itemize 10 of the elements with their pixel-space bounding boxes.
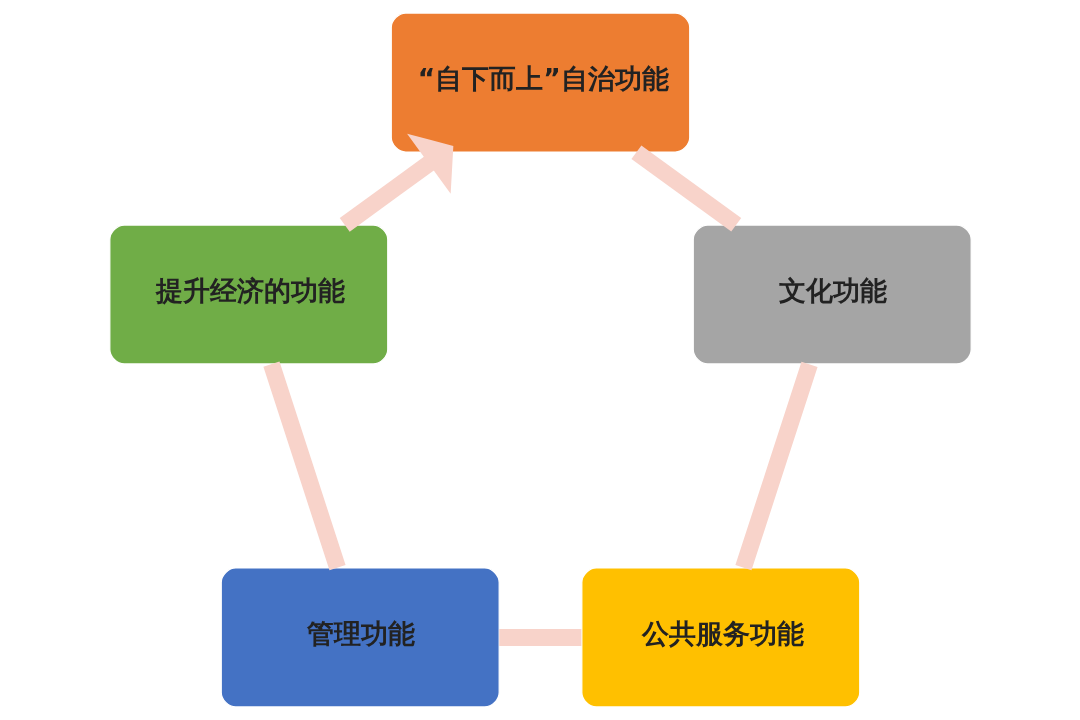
connector <box>734 361 818 571</box>
node-box: “自下而上”自治功能 <box>390 12 690 153</box>
node-box: 提升经济的功能 <box>108 224 388 365</box>
node-box: 公共服务功能 <box>580 567 860 708</box>
arrow <box>339 133 453 232</box>
connector <box>630 145 741 232</box>
node-box: 管理功能 <box>220 567 500 708</box>
node-box: 文化功能 <box>692 224 972 365</box>
connector <box>262 361 346 571</box>
connector <box>498 628 581 646</box>
